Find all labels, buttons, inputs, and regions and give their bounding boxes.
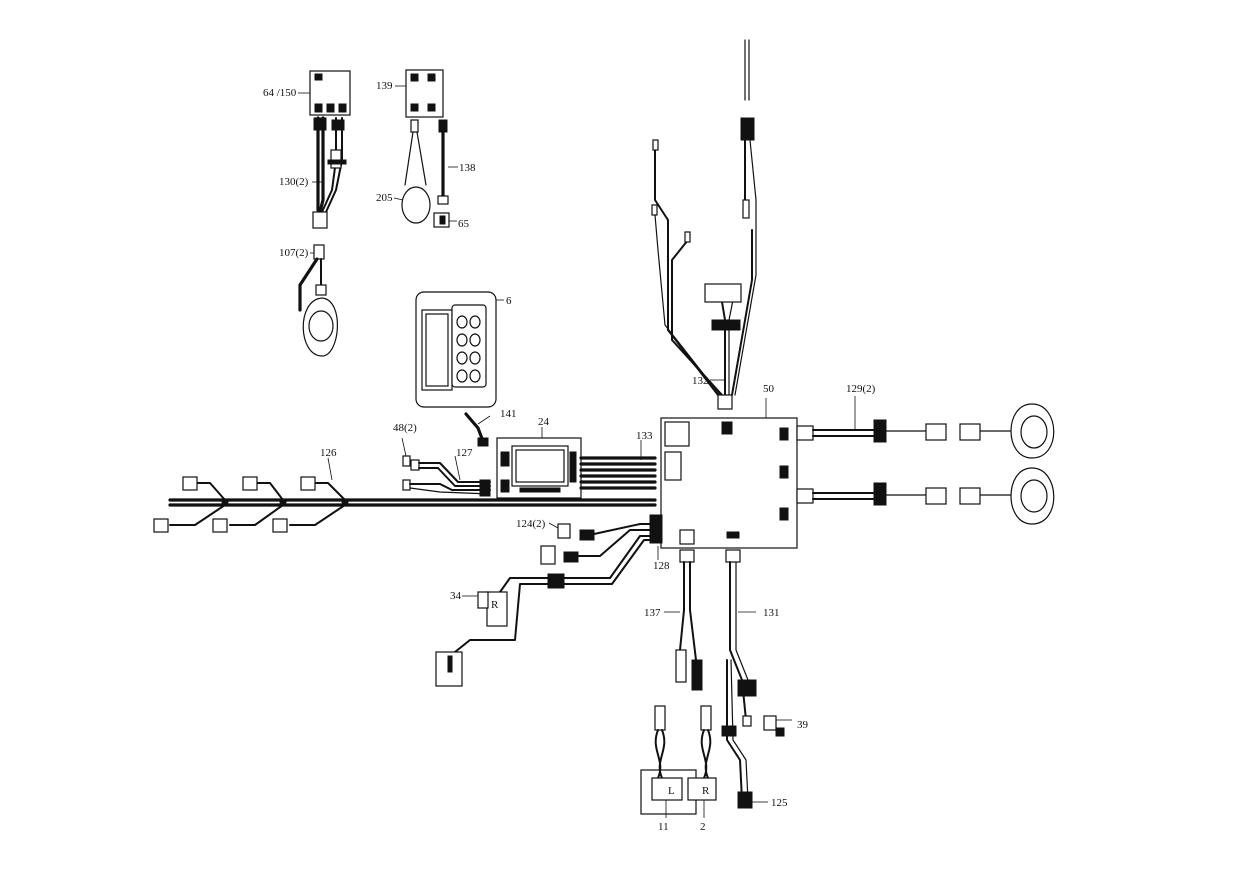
label-128: 128 — [653, 560, 670, 572]
label-139: 139 — [376, 80, 393, 92]
label-107: 107(2) — [279, 247, 309, 259]
connector-34: R — [435, 577, 549, 687]
label-125: 125 — [771, 797, 788, 809]
label-127: 127 — [456, 447, 473, 459]
label-50: 50 — [763, 383, 775, 395]
module-139 — [395, 69, 444, 118]
part-labels: 64 /150 130(2) 107(2) 139 138 205 65 6 1… — [263, 80, 876, 833]
label-11: 11 — [658, 821, 669, 833]
harness-129-upper — [796, 396, 1055, 459]
label-141: 141 — [500, 408, 517, 420]
label-34: 34 — [450, 590, 462, 602]
connector-2-letter: R — [702, 785, 710, 797]
harness-132 — [651, 39, 757, 410]
label-2: 2 — [700, 821, 706, 833]
harness-137 — [664, 549, 703, 691]
label-137: 137 — [644, 607, 661, 619]
sensor-107 — [298, 244, 338, 357]
harness-131 — [721, 549, 768, 809]
label-129: 129(2) — [846, 383, 876, 395]
connector-11-letter: L — [668, 785, 675, 797]
connector-pair-11-2: L R — [640, 705, 717, 818]
harness-127 — [401, 437, 491, 497]
label-48: 48(2) — [393, 422, 417, 434]
label-124: 124(2) — [516, 518, 546, 530]
label-64-150: 64 /150 — [263, 87, 297, 99]
label-138: 138 — [459, 162, 476, 174]
part-39 — [763, 715, 792, 737]
harness-128 — [540, 522, 659, 589]
label-126: 126 — [320, 447, 337, 459]
module-64-150 — [298, 70, 351, 116]
module-24 — [496, 427, 582, 499]
harness-130 — [312, 116, 347, 229]
label-6: 6 — [506, 295, 512, 307]
harness-133 — [579, 440, 657, 490]
control-module-50 — [649, 398, 798, 549]
sensor-205 — [393, 119, 431, 224]
part-65 — [433, 212, 457, 228]
label-65: 65 — [458, 218, 470, 230]
label-130: 130(2) — [279, 176, 309, 188]
harness-129-lower — [796, 467, 1055, 525]
label-132: 132 — [692, 375, 709, 387]
label-24: 24 — [538, 416, 550, 428]
label-205: 205 — [376, 192, 393, 204]
label-133: 133 — [636, 430, 653, 442]
connector-34-letter: R — [491, 599, 499, 611]
label-131: 131 — [763, 607, 780, 619]
harness-138 — [437, 119, 458, 205]
display-6 — [415, 291, 504, 408]
part-141 — [464, 412, 491, 447]
harness-126 — [153, 457, 657, 533]
label-39: 39 — [797, 719, 809, 731]
